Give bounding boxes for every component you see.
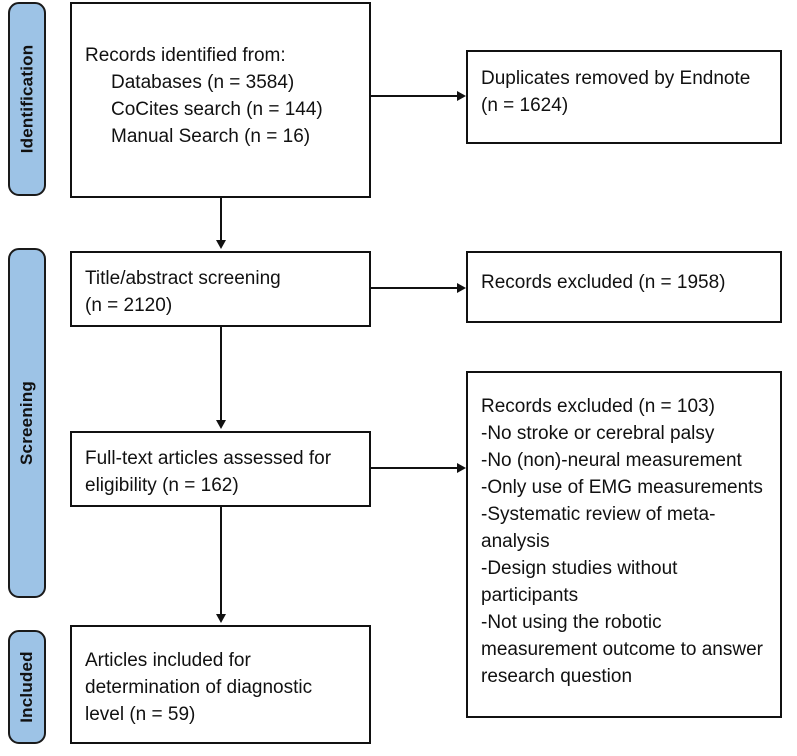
title-abstract-screening-line2: (n = 2120): [85, 295, 173, 316]
box-title-abstract-screening: Title/abstract screening (n = 2120): [70, 251, 371, 327]
records-excluded-eligibility-reason-1: -No stroke or cerebral palsy: [481, 423, 715, 444]
stage-tab-included: Included: [8, 630, 46, 744]
duplicates-removed-line1: Duplicates removed by Endnote: [481, 68, 751, 89]
articles-included-line2: determination of diagnostic: [85, 677, 313, 698]
records-identified-source-manual: Manual Search (n = 16): [111, 126, 311, 147]
connector-identified-to-screening: [220, 198, 222, 242]
stage-tab-identification-label: Identification: [17, 44, 37, 154]
records-excluded-eligibility-heading: Records excluded (n = 103): [481, 396, 715, 417]
stage-tab-screening-label: Screening: [17, 381, 36, 465]
arrowhead-identified-to-screening: [216, 240, 226, 249]
connector-identified-to-duplicates: [371, 95, 457, 97]
box-records-excluded-eligibility: Records excluded (n = 103) -No stroke or…: [466, 371, 782, 718]
records-excluded-screening-line1: Records excluded (n = 1958): [481, 272, 726, 293]
connector-fulltext-to-included: [220, 507, 222, 616]
arrowhead-identified-to-duplicates: [457, 91, 466, 101]
stage-tab-screening: Screening: [8, 248, 46, 598]
records-identified-source-cocites: CoCites search (n = 144): [111, 99, 323, 120]
title-abstract-screening-line1: Title/abstract screening: [85, 268, 281, 289]
connector-screening-to-excluded: [371, 287, 457, 289]
records-excluded-eligibility-reason-2: -No (non)-neural measurement: [481, 450, 742, 471]
records-identified-source-databases: Databases (n = 3584): [111, 72, 295, 93]
records-excluded-eligibility-reason-6: -Not using the robotic measurement outco…: [481, 612, 763, 687]
arrowhead-fulltext-to-included: [216, 614, 226, 623]
connector-fulltext-to-excluded: [371, 467, 457, 469]
fulltext-assessed-line1: Full-text articles assessed for: [85, 448, 332, 469]
articles-included-line3: level (n = 59): [85, 704, 196, 725]
arrowhead-fulltext-to-excluded: [457, 463, 466, 473]
records-identified-title: Records identified from:: [85, 45, 286, 66]
box-articles-included: Articles included for determination of d…: [70, 625, 371, 744]
box-fulltext-assessed: Full-text articles assessed for eligibil…: [70, 431, 371, 507]
records-excluded-eligibility-reason-5: -Design studies without participants: [481, 558, 678, 606]
stage-tab-identification: Identification: [8, 2, 46, 196]
arrowhead-screening-to-excluded: [457, 283, 466, 293]
stage-tab-included-label: Included: [17, 651, 36, 723]
duplicates-removed-line2: (n = 1624): [481, 95, 569, 116]
records-excluded-eligibility-reason-4: -Systematic review of meta-analysis: [481, 504, 716, 552]
box-records-identified: Records identified from: Databases (n = …: [70, 2, 371, 198]
connector-screening-to-fulltext: [220, 327, 222, 422]
fulltext-assessed-line2: eligibility (n = 162): [85, 475, 239, 496]
box-records-excluded-screening: Records excluded (n = 1958): [466, 251, 782, 323]
records-excluded-eligibility-reason-3: -Only use of EMG measurements: [481, 477, 763, 498]
arrowhead-screening-to-fulltext: [216, 420, 226, 429]
box-duplicates-removed: Duplicates removed by Endnote (n = 1624): [466, 50, 782, 144]
articles-included-line1: Articles included for: [85, 650, 251, 671]
